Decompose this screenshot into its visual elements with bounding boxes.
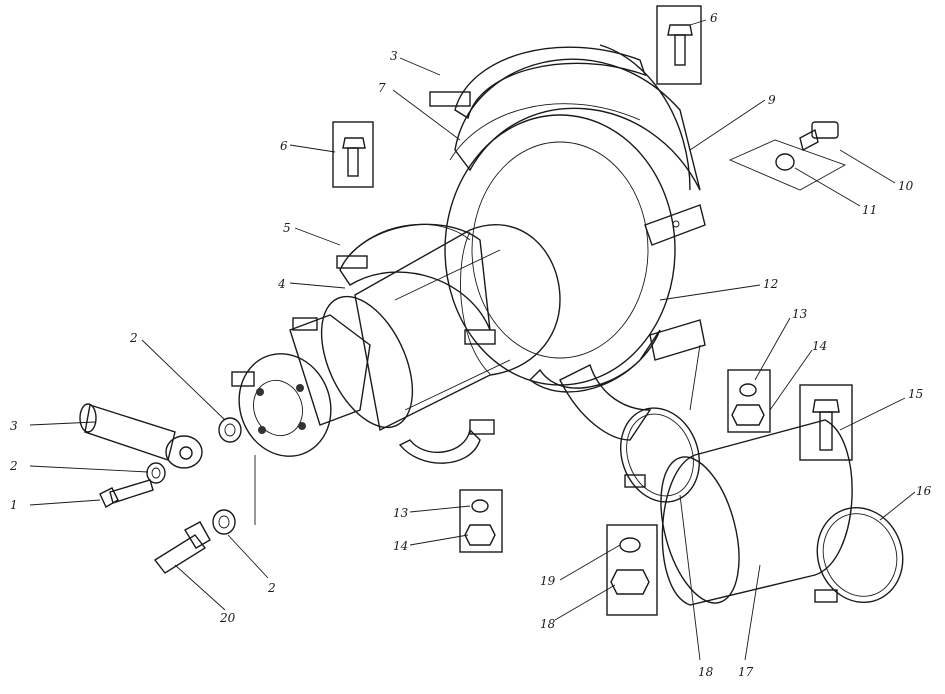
callout-9: 9 bbox=[768, 93, 776, 107]
callout-10: 10 bbox=[898, 179, 914, 193]
bolt-box-left bbox=[332, 121, 374, 188]
callout-2-left: 2 bbox=[9, 459, 18, 473]
callout-3-left: 3 bbox=[10, 419, 18, 433]
strap-bracket-right bbox=[644, 204, 706, 246]
callout-6-left: 6 bbox=[280, 139, 288, 153]
motor-body bbox=[320, 224, 561, 432]
callout-15: 15 bbox=[908, 387, 923, 401]
callout-13-center: 13 bbox=[393, 506, 409, 520]
washer bbox=[146, 462, 166, 484]
bolt-box-top bbox=[656, 5, 702, 85]
motor-end-plate bbox=[289, 314, 371, 426]
callout-labels: 3 7 6 9 10 11 6 5 4 12 13 14 15 16 2 3 2… bbox=[9, 11, 932, 679]
leader-lines bbox=[29, 19, 916, 661]
callout-11: 11 bbox=[862, 203, 877, 217]
bolt-box-right bbox=[799, 384, 853, 461]
callout-2-upper: 2 bbox=[129, 331, 138, 345]
callout-12: 12 bbox=[763, 277, 778, 291]
lock-washer-upper-right bbox=[775, 153, 795, 171]
bracket-plate-right bbox=[649, 319, 706, 361]
stud-bolt bbox=[153, 521, 211, 574]
flange-disc bbox=[231, 353, 332, 457]
lower-support-strap bbox=[398, 419, 495, 464]
callout-5: 5 bbox=[283, 221, 291, 235]
filter-sleeve bbox=[660, 419, 853, 606]
mounting-strap bbox=[429, 46, 647, 120]
motor-clamp-bands bbox=[336, 223, 496, 345]
bolt bbox=[99, 479, 154, 508]
hose-clamp-left bbox=[619, 407, 701, 503]
callout-13-right: 13 bbox=[792, 307, 808, 321]
callout-6-top: 6 bbox=[710, 11, 718, 25]
callout-16: 16 bbox=[916, 484, 932, 498]
callout-2-lower: 2 bbox=[267, 581, 276, 595]
nut-washer-box-lower bbox=[606, 524, 658, 616]
callout-20: 20 bbox=[219, 611, 236, 625]
callout-4: 4 bbox=[277, 277, 286, 291]
fan-housing bbox=[444, 114, 676, 393]
callout-18-bottom: 18 bbox=[698, 665, 714, 679]
callout-3-top: 3 bbox=[390, 49, 398, 63]
callout-14-center: 14 bbox=[393, 539, 408, 553]
eye-bolt-sleeve bbox=[79, 403, 203, 469]
screw-upper-right bbox=[728, 121, 847, 191]
hose-clamp-right bbox=[814, 506, 904, 604]
callout-14-right: 14 bbox=[812, 339, 827, 353]
callout-18-left: 18 bbox=[540, 617, 556, 631]
washer-left-upper bbox=[218, 417, 242, 443]
nut-washer-box-center bbox=[459, 489, 503, 553]
callout-19: 19 bbox=[540, 574, 556, 588]
callout-7: 7 bbox=[378, 81, 386, 95]
upper-shroud-band bbox=[449, 44, 701, 191]
callout-1: 1 bbox=[10, 498, 18, 512]
outlet-pipe bbox=[559, 364, 652, 441]
callout-17: 17 bbox=[738, 665, 754, 679]
washer-left-lower bbox=[212, 509, 236, 535]
nut-washer-box-right bbox=[727, 369, 771, 433]
